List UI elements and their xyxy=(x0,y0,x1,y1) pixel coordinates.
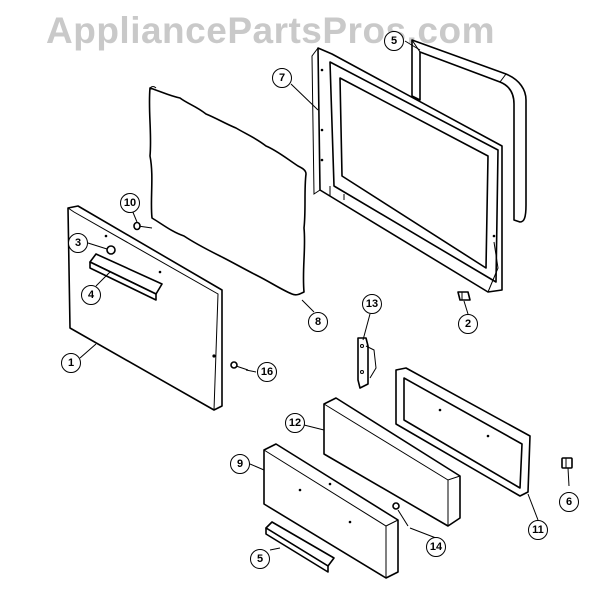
stop-part-6 xyxy=(561,457,573,469)
outer-door-panel-part xyxy=(67,205,223,411)
callout-5-trim: 5 xyxy=(250,549,270,569)
retainer-part-3 xyxy=(106,245,116,255)
drawer-front-part xyxy=(263,443,399,579)
callout-2: 2 xyxy=(458,314,478,334)
drawer-insulation-part xyxy=(323,397,461,527)
screw-part-10 xyxy=(133,221,153,231)
callout-4: 4 xyxy=(81,285,101,305)
drawer-liner-part xyxy=(395,367,531,497)
drawer-trim-part xyxy=(265,521,335,573)
screw-part-14 xyxy=(392,502,409,527)
insulation-pad-part xyxy=(148,86,307,296)
callout-7: 7 xyxy=(272,68,292,88)
callout-3: 3 xyxy=(68,233,88,253)
screw-part-16 xyxy=(230,361,249,371)
inner-door-frame-part xyxy=(311,47,503,293)
callout-13: 13 xyxy=(362,294,382,314)
handle-part-4 xyxy=(89,253,163,301)
callout-8: 8 xyxy=(308,312,328,332)
callout-1: 1 xyxy=(61,353,81,373)
hinge-part-13 xyxy=(357,337,377,389)
callout-12: 12 xyxy=(285,413,305,433)
callout-14: 14 xyxy=(426,537,446,557)
callout-10: 10 xyxy=(120,193,140,213)
leader-lines xyxy=(79,40,570,551)
callout-11: 11 xyxy=(528,520,548,540)
callout-6: 6 xyxy=(559,492,579,512)
callout-16: 16 xyxy=(257,362,277,382)
door-gasket-part xyxy=(411,39,527,223)
callout-9: 9 xyxy=(230,454,250,474)
callout-5-gasket: 5 xyxy=(384,31,404,51)
clip-part-2 xyxy=(457,291,471,301)
